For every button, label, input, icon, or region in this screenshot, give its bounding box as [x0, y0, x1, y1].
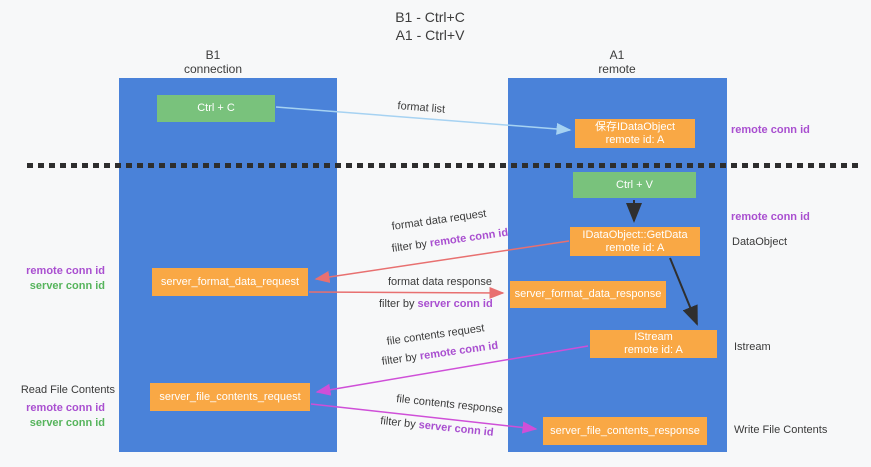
save-idataobject-box: 保存IDataObject remote id: A	[575, 119, 695, 148]
ctrl-c-label: Ctrl + C	[197, 102, 235, 114]
save-idataobject-line1: 保存IDataObject	[594, 120, 676, 133]
server-format-data-request-label: server_format_data_request	[160, 275, 300, 288]
format-list-label: format list	[397, 100, 446, 116]
remote-conn-id-text: remote conn id	[419, 339, 499, 363]
idataobject-getdata-box: IDataObject::GetData remote id: A	[570, 227, 700, 256]
server-format-data-request-box: server_format_data_request	[152, 268, 308, 296]
title-line-1: B1 - Ctrl+C	[395, 9, 465, 25]
format-data-request-filter-label: filter by remote conn id	[391, 227, 509, 255]
istream-box: IStream remote id: A	[590, 330, 717, 358]
server-file-contents-response-label: server_file_contents_response	[550, 424, 700, 437]
server-format-data-response-box: server_format_data_response	[510, 281, 666, 308]
filter-by-text: filter by	[379, 298, 418, 310]
getdata-line1: IDataObject::GetData	[582, 228, 688, 241]
server-conn-id-text: server conn id	[418, 419, 495, 439]
column-header-a1: A1 remote	[547, 48, 687, 76]
left-server-conn-id-bottom-label: server conn id	[29, 417, 105, 429]
filter-by-text: filter by	[379, 415, 420, 431]
server-format-data-response-label: server_format_data_response	[514, 288, 662, 300]
server-file-contents-response-box: server_file_contents_response	[543, 417, 707, 445]
ctrl-v-label: Ctrl + V	[616, 178, 653, 191]
read-file-contents-label: Read File Contents	[20, 384, 115, 396]
server-conn-id-text: server conn id	[417, 298, 493, 310]
left-server-conn-id-top-label: server conn id	[29, 280, 105, 292]
column-b1-name: B1	[205, 48, 221, 62]
server-file-contents-request-box: server_file_contents_request	[150, 383, 310, 411]
title-line-2: A1 - Ctrl+V	[395, 27, 465, 43]
ctrl-v-box: Ctrl + V	[573, 172, 696, 198]
dashed-divider-line	[27, 163, 860, 168]
istream-line1: IStream	[634, 331, 673, 343]
diagram-title: B1 - Ctrl+C A1 - Ctrl+V	[330, 8, 530, 44]
left-remote-conn-id-bottom-label: remote conn id	[26, 402, 105, 414]
ctrl-c-box: Ctrl + C	[157, 95, 275, 122]
left-remote-conn-id-top-label: remote conn id	[26, 265, 105, 277]
right-remote-conn-id-mid-label: remote conn id	[731, 211, 810, 223]
format-data-response-label: format data response	[388, 276, 492, 288]
column-header-b1: B1 connection	[143, 48, 283, 76]
filter-by-text: filter by	[381, 350, 421, 368]
right-remote-conn-id-top-label: remote conn id	[731, 124, 810, 136]
format-data-response-filter-label: filter by server conn id	[379, 298, 493, 310]
remote-conn-id-text: remote conn id	[429, 226, 509, 250]
column-a1-role: remote	[598, 62, 636, 76]
istream-line2: remote id: A	[624, 344, 683, 356]
dataobject-label: DataObject	[732, 236, 788, 248]
server-file-contents-request-label: server_file_contents_request	[159, 390, 301, 403]
file-contents-response-filter-label: filter by server conn id	[380, 415, 494, 439]
file-contents-response-label: file contents response	[395, 393, 504, 417]
filter-by-text: filter by	[391, 237, 431, 255]
column-b1-role: connection	[183, 62, 243, 76]
istream-side-label: Istream	[734, 341, 771, 353]
getdata-line2: remote id: A	[605, 241, 665, 254]
save-idataobject-line2: remote id: A	[605, 133, 665, 146]
write-file-contents-label: Write File Contents	[734, 424, 828, 436]
format-data-request-label: format data request	[391, 207, 488, 233]
format-data-response-arrow	[308, 286, 505, 299]
column-a1-name: A1	[609, 48, 625, 62]
